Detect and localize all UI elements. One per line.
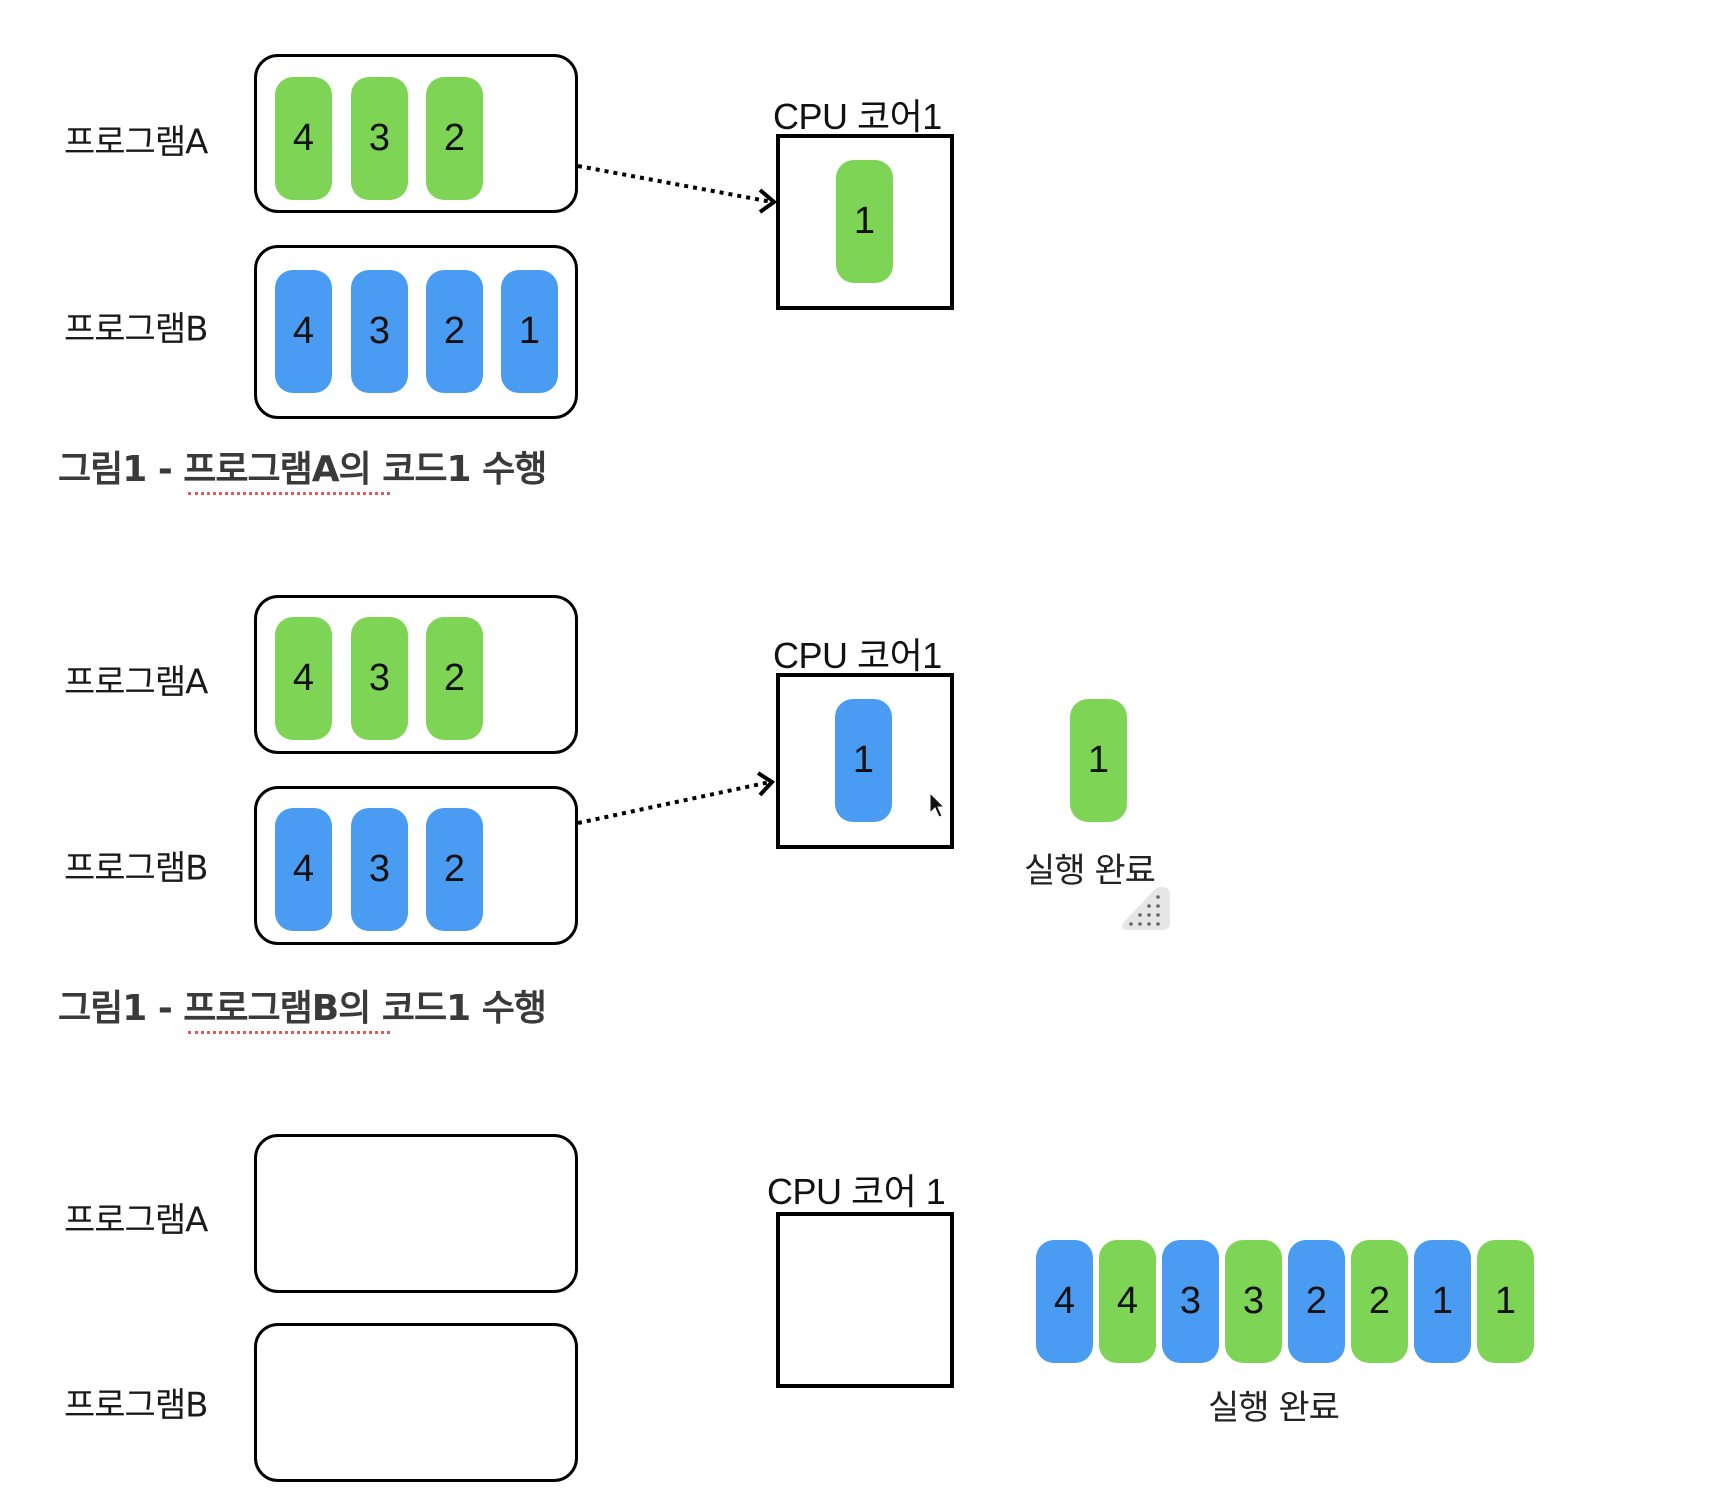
code-number: 1 [853, 200, 876, 242]
completed-code-block: 1 [1477, 1240, 1534, 1363]
code-block: 4 [275, 617, 332, 740]
spellcheck-underline [188, 1031, 390, 1034]
figure-caption: 그림1 - 프로그램B의 코드1 수행 [58, 988, 547, 1029]
code-number: 1 [852, 739, 875, 781]
completed-code-block: 2 [1351, 1240, 1408, 1363]
code-number: 4 [292, 117, 315, 159]
program-a-label: 프로그램A [64, 662, 208, 703]
completed-code-block: 1 [1414, 1240, 1471, 1363]
code-block: 3 [351, 270, 408, 393]
code-number: 2 [443, 310, 466, 352]
cpu-core-label: CPU 코어1 [773, 635, 942, 676]
running-code-block: 1 [835, 699, 892, 822]
completed-label: 실행 완료 [1024, 851, 1156, 891]
cpu-core-label: CPU 코어1 [773, 96, 942, 137]
code-number: 3 [368, 310, 391, 352]
code-number: 4 [292, 657, 315, 699]
code-block: 2 [426, 77, 483, 200]
code-number: 1 [1494, 1280, 1517, 1322]
cpu-core-box [776, 1212, 954, 1388]
code-number: 3 [368, 117, 391, 159]
code-number: 4 [292, 848, 315, 890]
code-block: 2 [426, 617, 483, 740]
code-block: 3 [351, 77, 408, 200]
dispatch-arrow-2 [577, 771, 776, 825]
code-number: 4 [292, 310, 315, 352]
running-code-block: 1 [836, 160, 893, 283]
program-a-box [254, 1134, 578, 1293]
code-number: 3 [1242, 1280, 1265, 1322]
code-block: 3 [351, 808, 408, 931]
resize-grip-icon[interactable] [1121, 887, 1170, 930]
program-b-label: 프로그램B [64, 1385, 208, 1426]
program-a-label: 프로그램A [64, 1200, 208, 1241]
cpu-core-box: 1 [776, 134, 954, 310]
code-number: 3 [368, 657, 391, 699]
arrow-cursor-icon [929, 791, 946, 818]
code-number: 2 [443, 657, 466, 699]
cpu-core-box: 1 [776, 673, 954, 849]
program-b-box: 4 3 2 1 [254, 245, 578, 419]
dispatch-arrow-1 [577, 164, 778, 214]
code-block: 3 [351, 617, 408, 740]
completed-code-block: 4 [1036, 1240, 1093, 1363]
program-b-label: 프로그램B [64, 848, 208, 889]
completed-code-block: 3 [1225, 1240, 1282, 1363]
code-number: 2 [443, 848, 466, 890]
program-a-label: 프로그램A [64, 122, 208, 163]
program-a-box: 4 3 2 [254, 595, 578, 754]
code-block: 1 [501, 270, 558, 393]
program-b-label: 프로그램B [64, 309, 208, 350]
code-number: 4 [1116, 1280, 1139, 1322]
code-number: 4 [1053, 1280, 1076, 1322]
code-block: 4 [275, 77, 332, 200]
program-b-box [254, 1323, 578, 1482]
code-number: 2 [1305, 1280, 1328, 1322]
completed-code-block: 3 [1162, 1240, 1219, 1363]
code-number: 1 [1431, 1280, 1454, 1322]
spellcheck-underline [188, 492, 390, 495]
program-a-box: 4 3 2 [254, 54, 578, 213]
code-number: 1 [518, 310, 541, 352]
completed-code-block: 2 [1288, 1240, 1345, 1363]
code-number: 2 [443, 117, 466, 159]
code-block: 4 [275, 808, 332, 931]
code-block: 2 [426, 270, 483, 393]
code-number: 3 [1179, 1280, 1202, 1322]
code-number: 3 [368, 848, 391, 890]
program-b-box: 4 3 2 [254, 786, 578, 945]
cpu-core-label: CPU 코어 1 [767, 1171, 946, 1212]
completed-code-block: 1 [1070, 699, 1127, 822]
completed-code-block: 4 [1099, 1240, 1156, 1363]
code-number: 2 [1368, 1280, 1391, 1322]
figure-caption: 그림1 - 프로그램A의 코드1 수행 [58, 449, 547, 490]
code-block: 2 [426, 808, 483, 931]
code-block: 4 [275, 270, 332, 393]
completed-label: 실행 완료 [1208, 1388, 1340, 1428]
code-number: 1 [1087, 739, 1110, 781]
